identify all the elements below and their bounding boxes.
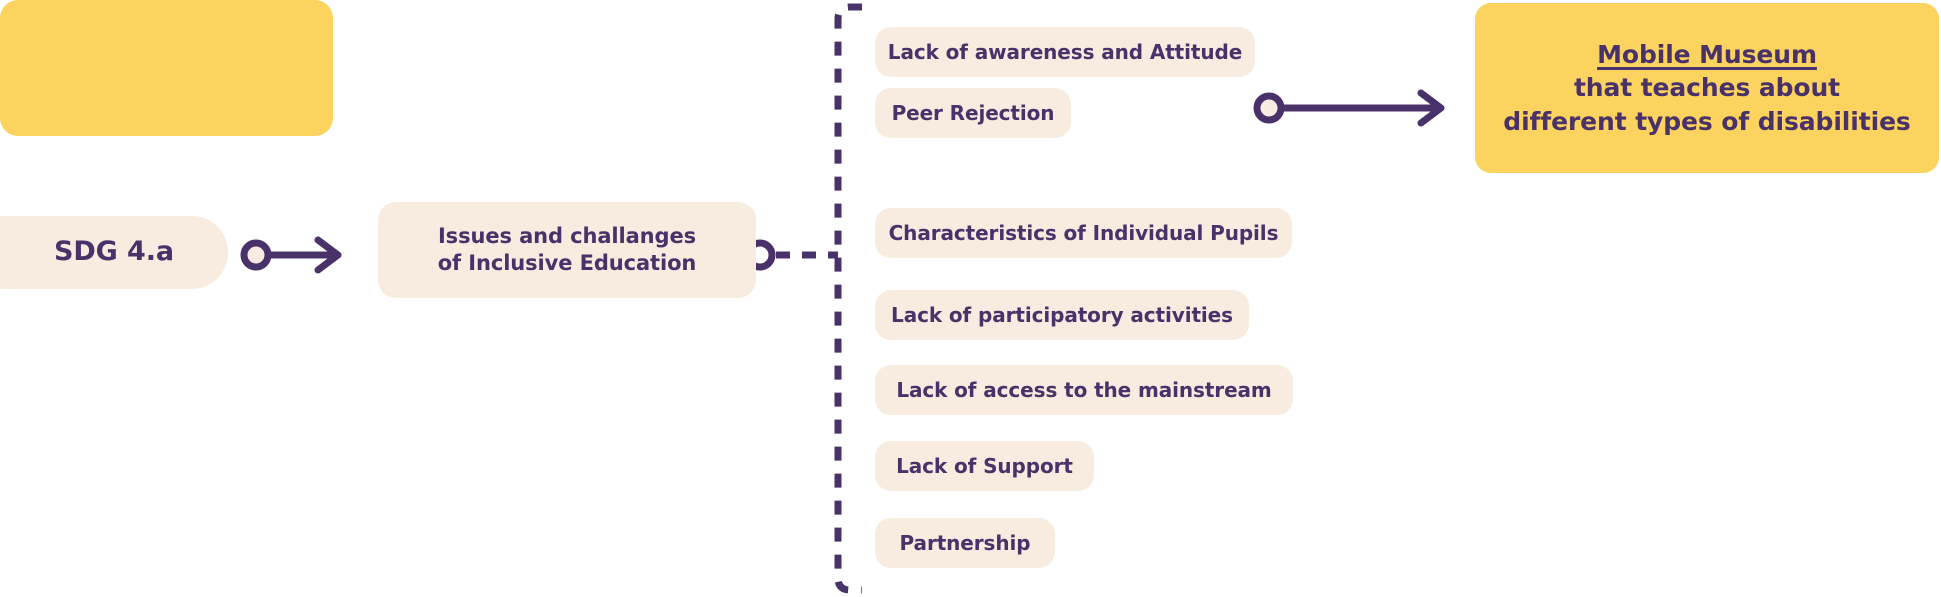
issue-pill-label: Lack of participatory activities xyxy=(891,303,1233,327)
issue-pill-lack-of-awareness[interactable]: Lack of awareness and Attitude xyxy=(875,27,1255,77)
issue-pill-lack-of-participatory-activities[interactable]: Lack of participatory activities xyxy=(875,290,1249,340)
node-sdg-label: SDG 4.a xyxy=(54,236,174,268)
issue-pill-partnership[interactable]: Partnership xyxy=(875,518,1055,568)
issue-pill-lack-of-access-to-the-mainstream[interactable]: Lack of access to the mainstream xyxy=(875,365,1293,415)
node-outcome-mobile-museum[interactable]: Mobile Museum that teaches about differe… xyxy=(1475,3,1939,173)
issue-pill-label: Lack of access to the mainstream xyxy=(896,378,1272,402)
node-outcome-line-1: Mobile Museum xyxy=(1597,39,1817,69)
connector-sdg-to-issues xyxy=(240,236,342,274)
connector-highlight-to-outcome xyxy=(1253,89,1445,127)
issue-pill-label: Peer Rejection xyxy=(891,101,1055,125)
issue-pill-lack-of-support[interactable]: Lack of Support xyxy=(875,441,1094,491)
node-issues-line-2: of Inclusive Education xyxy=(437,251,697,275)
highlighted-issues-group xyxy=(0,0,333,136)
issue-pill-peer-rejection[interactable]: Peer Rejection xyxy=(875,88,1071,138)
issue-pill-label: Partnership xyxy=(899,531,1031,555)
issue-pill-label: Characteristics of Individual Pupils xyxy=(888,221,1279,245)
issue-pill-characteristics-of-individual-pupils[interactable]: Characteristics of Individual Pupils xyxy=(875,208,1292,258)
node-issues-and-challenges[interactable]: Issues and challanges of Inclusive Educa… xyxy=(378,202,756,298)
issue-pill-label: Lack of awareness and Attitude xyxy=(887,40,1243,64)
connector-issues-to-bracket xyxy=(744,239,838,271)
node-outcome-line-2: that teaches about xyxy=(1573,73,1841,103)
node-outcome-line-3: different types of disabilities xyxy=(1503,106,1911,136)
dashed-bracket xyxy=(834,3,862,594)
issue-pill-label: Lack of Support xyxy=(896,454,1073,478)
node-sdg[interactable]: SDG 4.a xyxy=(0,216,228,289)
node-issues-line-1: Issues and challanges xyxy=(437,224,697,249)
